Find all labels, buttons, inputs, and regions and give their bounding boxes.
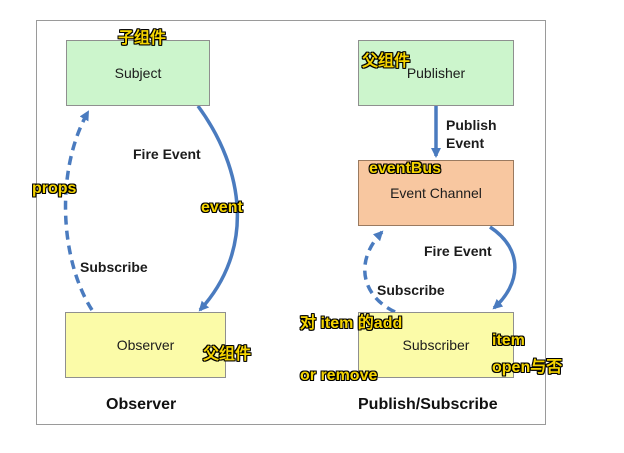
fire-event-label-right: Fire Event (424, 243, 492, 259)
subscribe-label-right: Subscribe (377, 282, 445, 298)
event-channel-box-label: Event Channel (390, 185, 482, 201)
subscriber-box-label: Subscriber (402, 337, 470, 353)
publisher-note: 父组件 (362, 53, 411, 70)
publish-event-label: Publish Event (446, 116, 497, 152)
fire-event-arrow-left (196, 104, 239, 312)
subscribe-label-left: Subscribe (80, 259, 148, 275)
publisher-box-label: Publisher (406, 65, 466, 81)
subscribe-arrow-left (63, 110, 94, 311)
subscriber-note-line2: or remove (300, 367, 378, 384)
subject-box-label: Subject (114, 65, 162, 81)
eventbus-note: eventBus (369, 160, 442, 177)
fire-event-arrow-right (489, 225, 517, 310)
pubsub-caption: Publish/Subscribe (358, 396, 498, 413)
observer-box-label: Observer (116, 337, 175, 353)
subscriber-note-line1: 对 item 的add (300, 315, 403, 332)
subject-note: 子组件 (118, 30, 167, 47)
subject-box: Subject (66, 40, 210, 106)
publish-event-label-line2: Event (446, 135, 485, 151)
subscribe-arrow-right (363, 230, 396, 314)
props-note: props (32, 180, 77, 197)
event-note: event (201, 199, 243, 216)
publish-event-label-line1: Publish (446, 117, 497, 133)
item-note-line1: item (492, 332, 525, 349)
observer-caption: Observer (106, 396, 177, 413)
event-channel-box: Event Channel (358, 160, 514, 226)
observer-note: 父组件 (203, 346, 252, 363)
subscriber-box: Subscriber (358, 312, 514, 378)
fire-event-label-left: Fire Event (133, 146, 201, 162)
publisher-box: Publisher (358, 40, 514, 106)
observer-box: Observer (65, 312, 226, 378)
item-note-line2: open与否 (492, 359, 563, 376)
